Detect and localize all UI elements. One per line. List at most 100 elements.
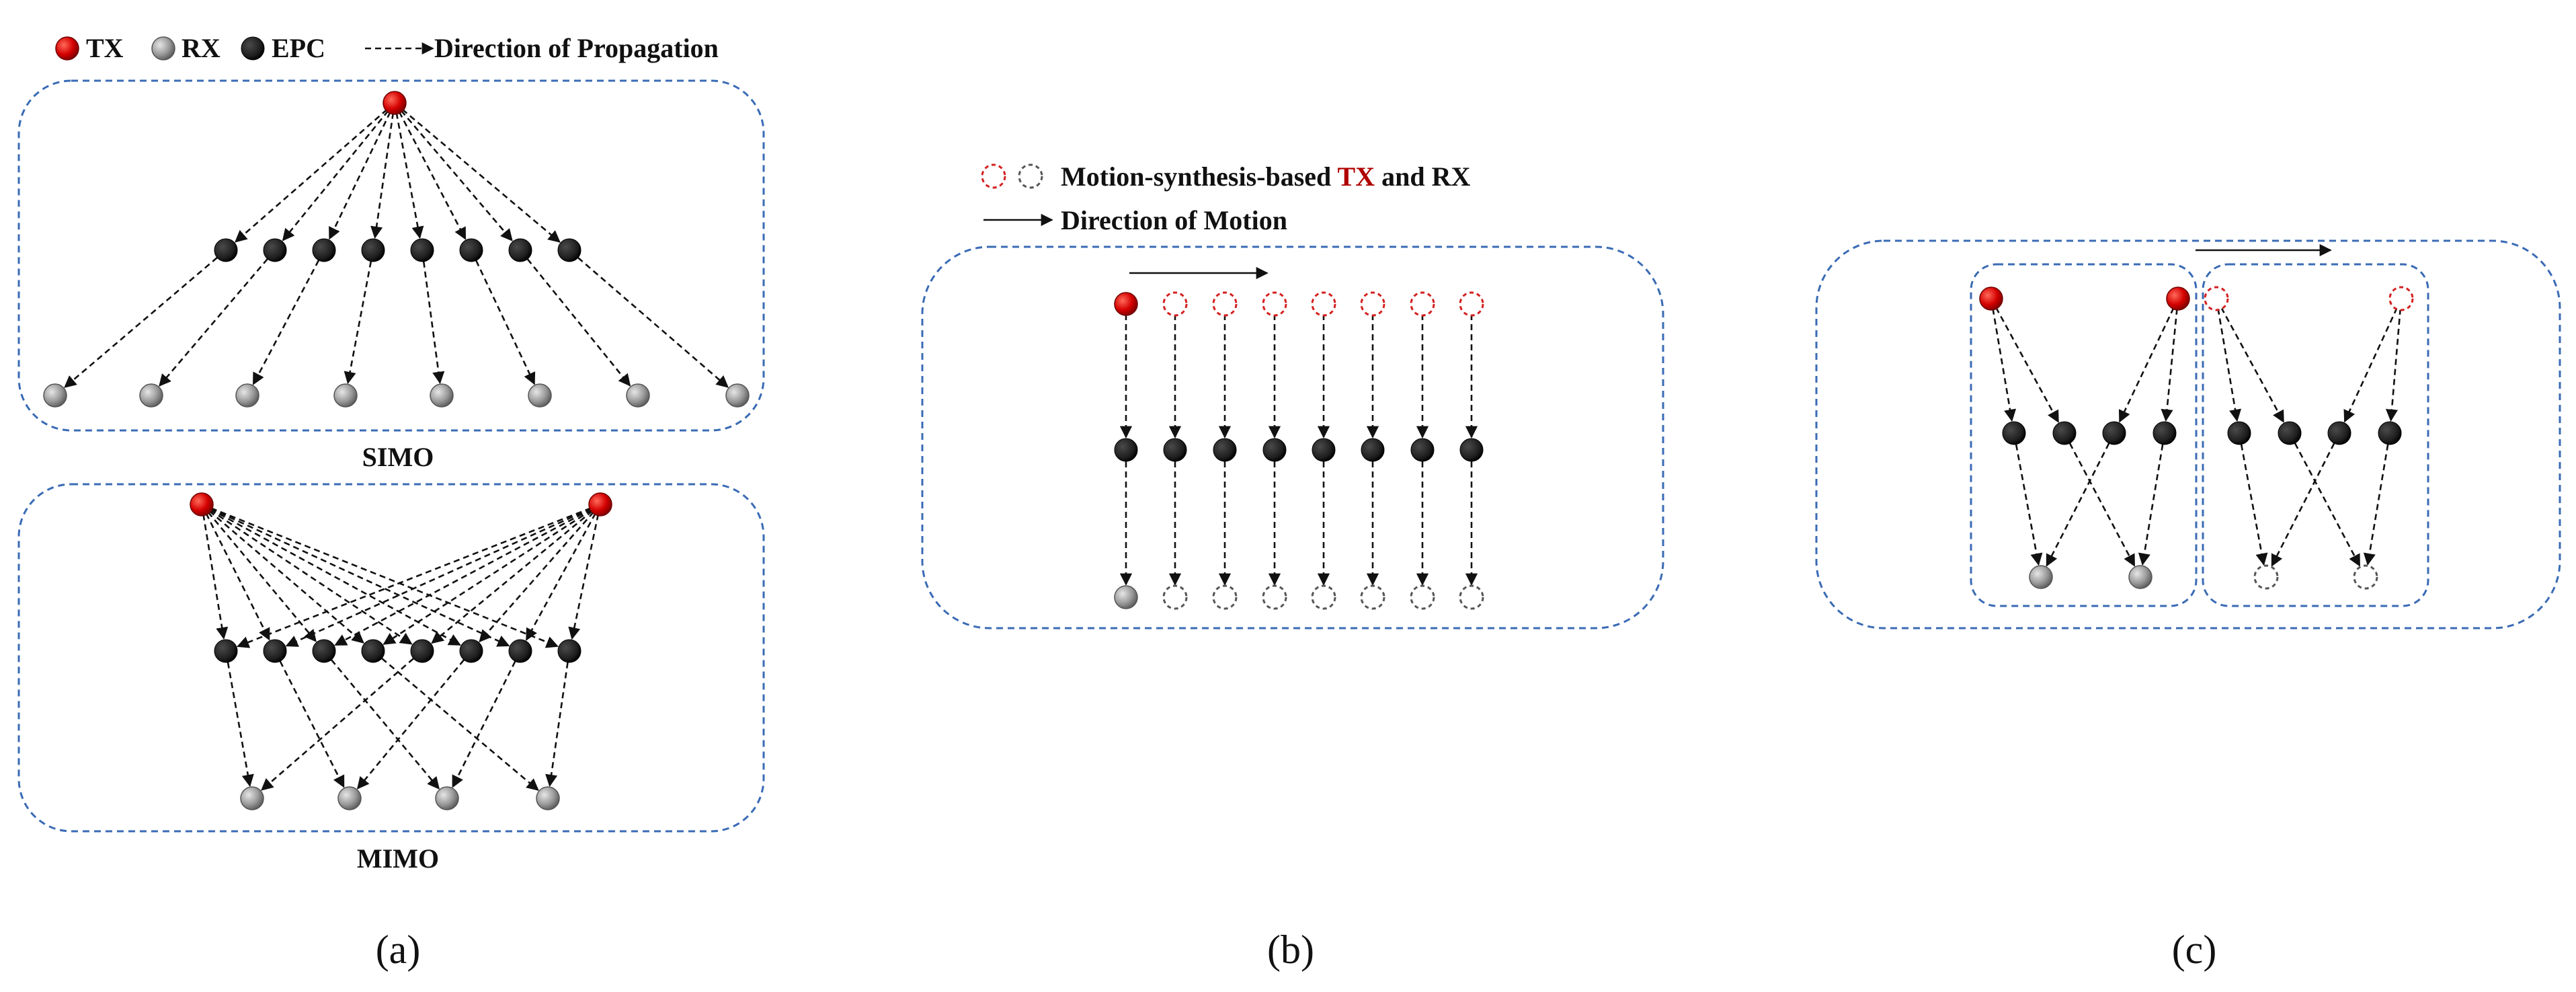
- propagation-line: [236, 503, 601, 648]
- propagation-line: [577, 257, 729, 388]
- rx-node: [139, 383, 163, 408]
- rx-node: [528, 383, 552, 408]
- rx-node: [430, 383, 454, 408]
- legend-synthesis-tx: TX: [1338, 161, 1375, 192]
- virtual-tx-node: [1360, 291, 1385, 317]
- propagation-line: [260, 658, 414, 791]
- epc-node: [459, 639, 483, 663]
- epc-node: [508, 238, 532, 262]
- virtual-tx-node: [1262, 291, 1287, 317]
- propagation-line: [452, 660, 516, 788]
- epc-node: [2152, 421, 2177, 445]
- epc-node: [1410, 438, 1435, 462]
- epc-node: [1163, 438, 1187, 462]
- virtual-rx-node: [1162, 584, 1188, 610]
- propagation-line: [2161, 298, 2179, 422]
- propagation-line: [2215, 298, 2242, 422]
- virtual-tx-node: [1311, 291, 1336, 317]
- tx-node: [1114, 292, 1138, 316]
- epc-node: [1361, 438, 1385, 462]
- propagation-line: [200, 504, 229, 640]
- rx-node: [1114, 585, 1138, 609]
- propagation-line: [526, 258, 631, 387]
- propagation-line: [1990, 298, 2060, 423]
- simo-title: SIMO: [362, 442, 434, 472]
- legend-synthesis-prefix: Motion-synthesis-based: [1061, 161, 1338, 192]
- virtual-tx-node: [981, 163, 1006, 189]
- propagation-line: [2215, 298, 2285, 423]
- propagation-line: [329, 102, 396, 240]
- propagation-line: [393, 102, 467, 240]
- epc-node: [1114, 438, 1138, 462]
- tx-node: [190, 492, 214, 517]
- epc-node: [214, 639, 238, 663]
- legend-propagation-label: Direction of Propagation: [434, 33, 719, 63]
- propagation-line: [201, 503, 461, 646]
- propagation-line: [2240, 444, 2268, 566]
- propagation-line: [344, 261, 372, 385]
- epc-node: [2227, 421, 2251, 445]
- virtual-tx-node: [1212, 291, 1238, 317]
- propagation-line: [394, 102, 561, 243]
- virtual-tx-node: [1459, 291, 1484, 317]
- tx-node: [2166, 287, 2190, 311]
- virtual-tx-node: [2388, 286, 2414, 311]
- propagation-line: [64, 257, 218, 388]
- epc-node: [2102, 421, 2126, 445]
- rx-node: [725, 383, 750, 408]
- epc-node: [263, 238, 287, 262]
- legend-synthesis-suffix: and RX: [1375, 161, 1470, 192]
- propagation-line: [2138, 444, 2164, 566]
- propagation-line: [2343, 298, 2403, 423]
- propagation-line: [201, 503, 413, 645]
- rx-node: [240, 786, 264, 810]
- rx-node: [536, 786, 560, 810]
- epc-node: [557, 238, 581, 262]
- rx-node: [151, 36, 175, 61]
- epc-node: [508, 639, 532, 663]
- propagation-line: [2385, 298, 2403, 422]
- epc-node: [361, 639, 385, 663]
- epc-node: [1459, 438, 1484, 462]
- boundary-boxes: [17, 79, 2561, 833]
- tx-node: [588, 492, 612, 517]
- simo-boundary: [17, 79, 765, 432]
- epc-node: [2002, 421, 2026, 445]
- epc-node: [410, 639, 434, 663]
- mimo-title: MIMO: [357, 843, 439, 874]
- caption-b: (b): [1267, 927, 1314, 972]
- rx-node: [333, 383, 358, 408]
- epc-node: [410, 238, 434, 262]
- propagation-line: [2294, 443, 2361, 567]
- legend-propagation: TX RX EPC Direction of Propagation: [86, 33, 719, 63]
- virtual-rx-node: [2353, 564, 2378, 590]
- propagation-line: [422, 261, 445, 384]
- propagation-line: [201, 504, 317, 642]
- propagation-line: [334, 503, 601, 646]
- propagation-line: [479, 504, 601, 643]
- mimo-boundary: [17, 483, 765, 833]
- virtual-rx-node: [2253, 564, 2279, 590]
- propagation-line: [227, 662, 254, 788]
- virtual-tx-node: [1410, 291, 1435, 317]
- propagation-line: [2015, 444, 2043, 566]
- rx-node: [435, 786, 459, 810]
- propagation-line: [2363, 444, 2389, 566]
- propagation-line: [393, 102, 424, 239]
- tx-node: [55, 36, 79, 61]
- propagation-line: [431, 503, 601, 644]
- epc-node: [2327, 421, 2351, 445]
- virtual-tx-node: [2204, 286, 2229, 311]
- propagation-line: [545, 662, 569, 788]
- panel-c-left-boundary: [1970, 263, 2198, 607]
- epc-node: [214, 238, 238, 262]
- epc-node: [1213, 438, 1237, 462]
- epc-node: [2052, 421, 2077, 445]
- tx-node: [1979, 287, 2003, 311]
- propagation-line: [200, 504, 270, 641]
- rx-node: [2029, 565, 2053, 589]
- caption-c: (c): [2172, 927, 2217, 972]
- propagation-line: [234, 102, 395, 243]
- epc-node: [312, 639, 336, 663]
- propagation-line: [282, 102, 396, 241]
